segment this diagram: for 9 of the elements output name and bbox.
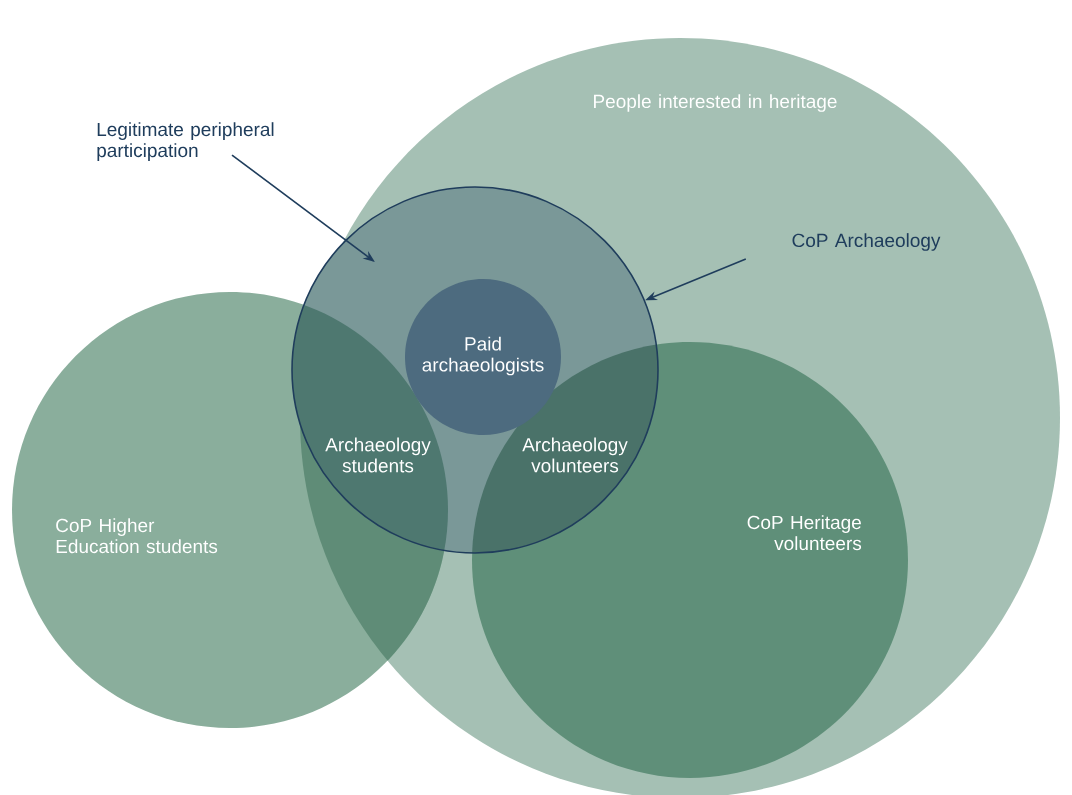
region-label: Archaeology students bbox=[325, 437, 431, 473]
circle-label: CoP Higher Education students bbox=[56, 518, 218, 554]
circle-label: CoP Heritage volunteers bbox=[747, 515, 862, 551]
region-label: Archaeology volunteers bbox=[522, 437, 628, 473]
callout-text: Legitimate peripheral participation bbox=[97, 122, 274, 161]
circle bbox=[291, 186, 659, 554]
circle-label: People interested in heritage bbox=[594, 94, 837, 112]
circle-label: Paid archaeologists bbox=[422, 336, 544, 376]
callout-text: CoP Archaeology bbox=[792, 233, 941, 251]
